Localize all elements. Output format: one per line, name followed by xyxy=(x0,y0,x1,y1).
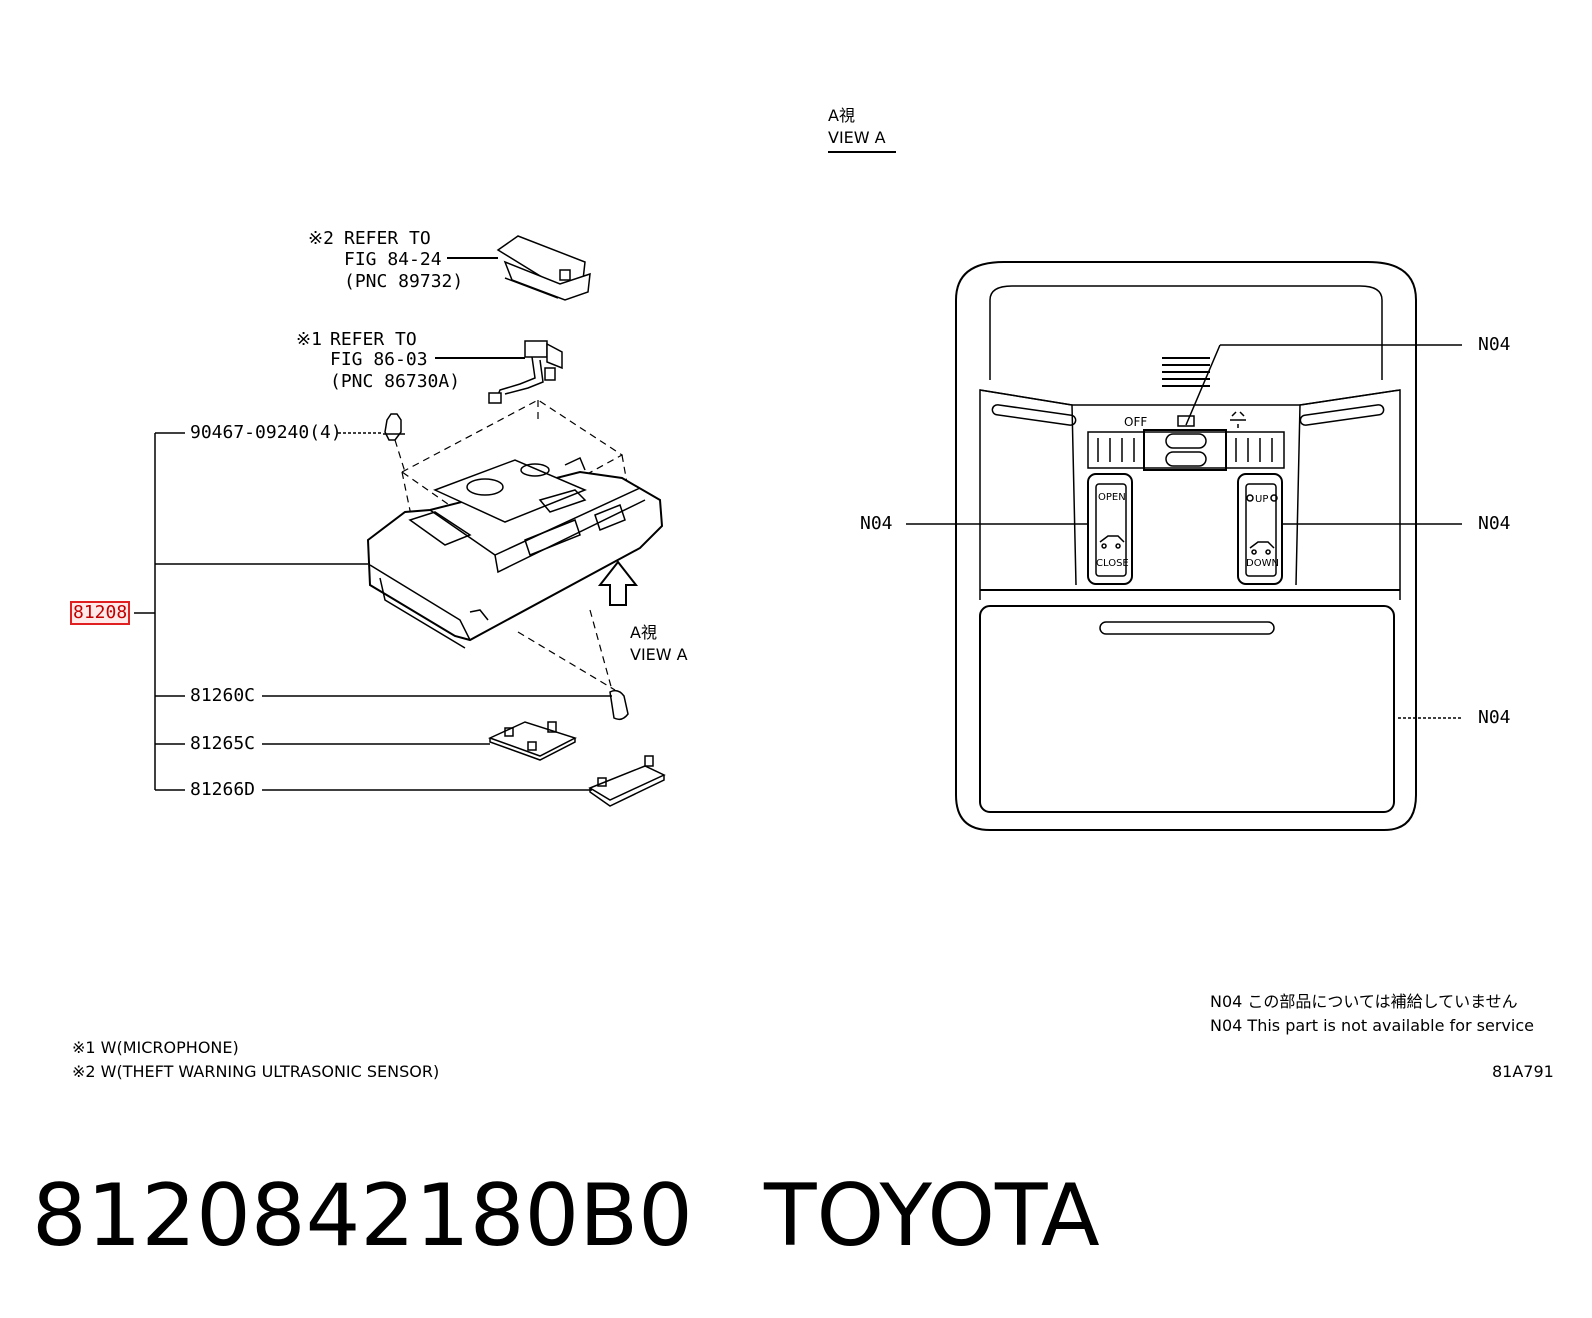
view-a-arrow-en: VIEW A xyxy=(630,645,688,664)
part-cover1-number[interactable]: 81265C xyxy=(190,733,256,754)
console-label-close: CLOSE xyxy=(1096,558,1129,569)
callout-n04-right: N04 xyxy=(1478,513,1511,534)
refer2-line3: (PNC 89732) xyxy=(344,271,464,292)
view-a-leaders xyxy=(906,344,1462,719)
part-bulb-number[interactable]: 81260C xyxy=(190,685,256,706)
refer1-mark: ※1 xyxy=(296,329,322,350)
cover-81265c-part xyxy=(488,721,577,761)
refer2-line2: FIG 84-24 xyxy=(344,249,442,270)
part-number-title: 8120842180B0 xyxy=(32,1166,693,1266)
overhead-console-assembly xyxy=(366,456,664,649)
service-note-en: N04 This part is not available for servi… xyxy=(1210,1016,1534,1035)
view-a-header-en: VIEW A xyxy=(828,128,886,147)
console-label-off: OFF xyxy=(1124,415,1147,429)
figure-code: 81A791 xyxy=(1492,1062,1554,1081)
refer1-line2: FIG 86-03 xyxy=(330,349,428,370)
part-cover2-number[interactable]: 81266D xyxy=(190,779,256,800)
part-clip-number[interactable]: 90467-09240(4) xyxy=(190,422,342,443)
clip-part xyxy=(383,413,405,441)
refer2-mark: ※2 xyxy=(308,228,334,249)
view-a-console xyxy=(955,261,1417,831)
view-a-arrow xyxy=(597,560,639,606)
callout-n04-bottom: N04 xyxy=(1478,707,1511,728)
bulb-part xyxy=(609,689,629,721)
part-main-number[interactable]: 81208 xyxy=(69,601,131,625)
console-label-open: OPEN xyxy=(1098,492,1126,503)
cover-81266d-part xyxy=(588,755,666,807)
view-a-header-jp: A視 xyxy=(828,106,855,125)
footnote-1: ※1 W(MICROPHONE) xyxy=(72,1038,239,1057)
callout-n04-top: N04 xyxy=(1478,334,1511,355)
callout-n04-left: N04 xyxy=(860,513,893,534)
footnote-2: ※2 W(THEFT WARNING ULTRASONIC SENSOR) xyxy=(72,1062,440,1081)
microphone-part xyxy=(488,340,563,404)
console-label-up: UP xyxy=(1255,494,1268,505)
part-bracket xyxy=(134,432,368,791)
refer1-line3: (PNC 86730A) xyxy=(330,371,461,392)
service-note-jp: N04 この部品については補給していません xyxy=(1210,992,1518,1011)
view-a-arrow-jp: A視 xyxy=(630,623,657,642)
refer1-line1: REFER TO xyxy=(330,329,417,350)
brand-title: TOYOTA xyxy=(764,1166,1100,1266)
ultrasonic-sensor-part xyxy=(496,235,591,301)
console-label-down: DOWN xyxy=(1246,558,1279,569)
refer2-line1: REFER TO xyxy=(344,228,431,249)
